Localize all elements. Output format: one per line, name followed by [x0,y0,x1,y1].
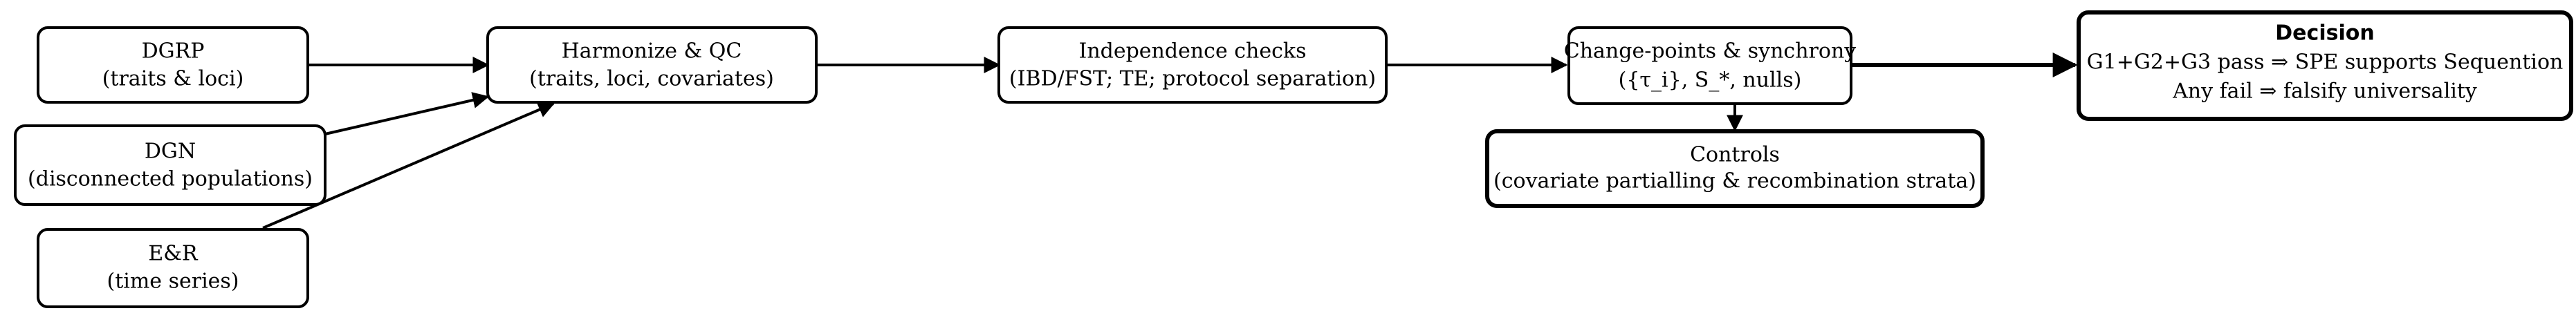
edge-dgn-to-harmonize [324,92,490,135]
node-independence-title: Independence checks [1078,39,1306,64]
node-changepoints: Change-points & synchrony ({τ_i}, S_*, n… [1564,26,1856,105]
edge-er-to-harmonize [262,102,555,229]
node-decision-title: Decision [2275,21,2374,46]
node-harmonize-subtitle: (traits, loci, covariates) [529,67,774,91]
node-dgrp: DGRP (traits & loci) [37,26,309,104]
node-er-subtitle: (time series) [107,269,239,294]
node-decision-pass-rule: G1+G2+G3 pass ⇒ SPE supports Sequention [2087,50,2564,75]
node-harmonize-title: Harmonize & QC [562,39,742,64]
node-controls-title: Controls [1690,143,1780,167]
node-dgrp-title: DGRP [142,39,205,64]
node-dgn: DGN (disconnected populations) [14,124,326,206]
node-dgrp-subtitle: (traits & loci) [102,67,244,91]
node-independence: Independence checks (IBD/FST; TE; protoc… [997,26,1388,104]
node-dgn-title: DGN [145,140,196,164]
node-decision-fail-rule: Any fail ⇒ falsify universality [2172,79,2477,104]
node-dgn-subtitle: (disconnected populations) [28,167,313,191]
node-independence-subtitle: (IBD/FST; TE; protocol separation) [1009,67,1376,91]
node-er-title: E&R [148,242,199,266]
node-controls: Controls (covariate partialling & recomb… [1485,129,1985,208]
node-er: E&R (time series) [37,228,309,308]
node-changepoints-subtitle: ({τ_i}, S_*, nulls) [1619,68,1802,93]
node-harmonize: Harmonize & QC (traits, loci, covariates… [486,26,818,104]
node-changepoints-title: Change-points & synchrony [1564,39,1856,64]
node-decision: Decision G1+G2+G3 pass ⇒ SPE supports Se… [2077,10,2573,121]
node-controls-subtitle: (covariate partialling & recombination s… [1493,169,1976,193]
